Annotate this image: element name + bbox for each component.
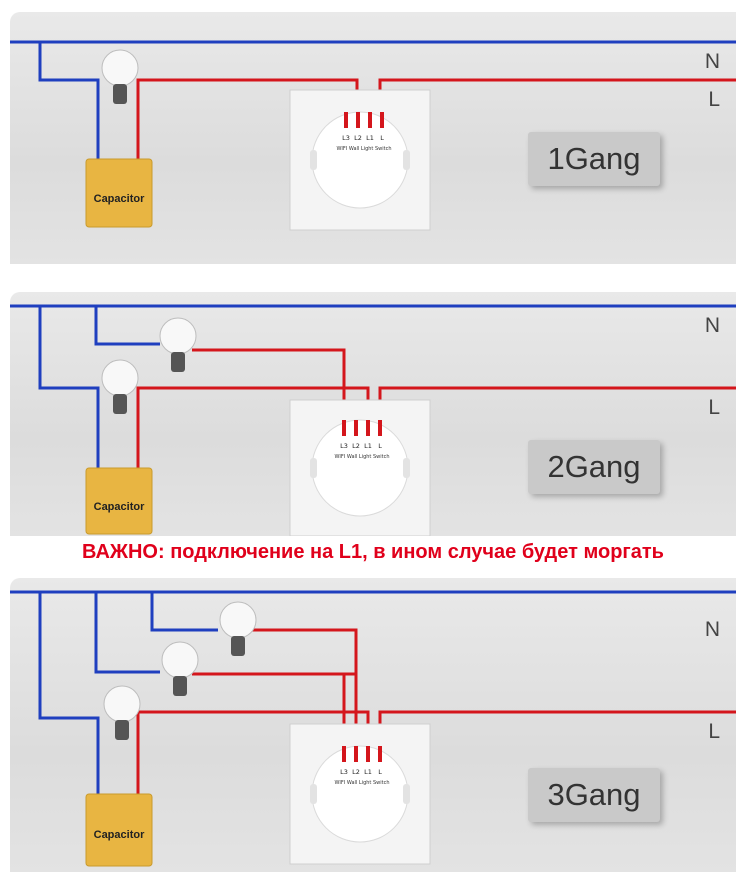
neutral-rail-label: N: [704, 50, 720, 73]
svg-text:L: L: [380, 134, 384, 142]
light-bulb: [219, 601, 257, 656]
live-wire: [250, 628, 358, 760]
neutral-wire: [38, 592, 100, 798]
wall-switch-2gang: L3 L2 L1 L WIFI Wall Light Switch: [289, 399, 431, 536]
neutral-wire: [38, 42, 100, 162]
wiring-diagram-3gang: Capacitor L3 L2 L1 L WIFI Wall Light Swi…: [10, 590, 736, 867]
diagram-panel-2gang: Capacitor L3 L2 L1 L WIFI Wall Light Swi…: [10, 292, 736, 536]
live-rail-label: L: [708, 396, 720, 419]
capacitor: Capacitor: [85, 793, 153, 867]
svg-text:WIFI Wall Light Switch: WIFI Wall Light Switch: [334, 780, 389, 786]
capacitor-label: Capacitor: [94, 501, 145, 513]
wiring-diagram-2gang: Capacitor L3 L2 L1 L WIFI Wall Light Swi…: [10, 304, 736, 536]
light-bulb: [101, 49, 139, 104]
svg-text:WIFI Wall Light Switch: WIFI Wall Light Switch: [334, 454, 389, 460]
wall-switch-3gang: L3 L2 L1 L WIFI Wall Light Switch: [289, 723, 431, 865]
svg-text:L1: L1: [366, 134, 374, 142]
capacitor-label: Capacitor: [94, 829, 145, 841]
neutral-wire: [94, 592, 160, 674]
neutral-wire: [94, 306, 160, 346]
svg-text:L2: L2: [352, 442, 360, 450]
capacitor: Capacitor: [85, 158, 153, 228]
gang-label: 2Gang: [528, 440, 660, 494]
svg-text:WIFI Wall Light Switch: WIFI Wall Light Switch: [336, 146, 391, 152]
svg-text:L3: L3: [340, 768, 348, 776]
svg-text:L1: L1: [364, 442, 372, 450]
diagram-panel-3gang: Capacitor L3 L2 L1 L WIFI Wall Light Swi…: [10, 578, 736, 872]
light-bulb: [161, 641, 199, 696]
svg-text:L: L: [378, 442, 382, 450]
live-rail-label: L: [708, 720, 720, 743]
svg-text:L2: L2: [354, 134, 362, 142]
light-bulb: [103, 685, 141, 740]
live-rail-label: L: [708, 88, 720, 111]
wall-switch-1gang: L3 L2 L1 L WIFI Wall Light Switch: [289, 89, 431, 231]
svg-text:L: L: [378, 768, 382, 776]
wiring-diagram-1gang: Capacitor L3 L2 L1 L WIFI Wall Light Swi…: [10, 40, 736, 231]
neutral-wire: [150, 592, 218, 632]
neutral-wire: [38, 306, 100, 470]
capacitor: Capacitor: [85, 467, 153, 535]
live-wire: [378, 386, 736, 432]
neutral-rail-label: N: [704, 618, 720, 641]
capacitor-label: Capacitor: [94, 193, 145, 205]
light-bulb: [101, 359, 139, 414]
diagram-panel-1gang: Capacitor L3 L2 L1 L WIFI Wall Light Swi…: [10, 12, 736, 264]
svg-text:L2: L2: [352, 768, 360, 776]
svg-text:L1: L1: [364, 768, 372, 776]
svg-text:L3: L3: [340, 442, 348, 450]
warning-text: ВАЖНО: подключение на L1, в ином случае …: [82, 541, 664, 563]
svg-text:L3: L3: [342, 134, 350, 142]
light-bulb: [159, 317, 197, 372]
gang-label: 3Gang: [528, 768, 660, 822]
gang-label: 1Gang: [528, 132, 660, 186]
live-wire: [378, 710, 736, 760]
neutral-rail-label: N: [704, 314, 720, 337]
live-wire: [378, 78, 736, 127]
